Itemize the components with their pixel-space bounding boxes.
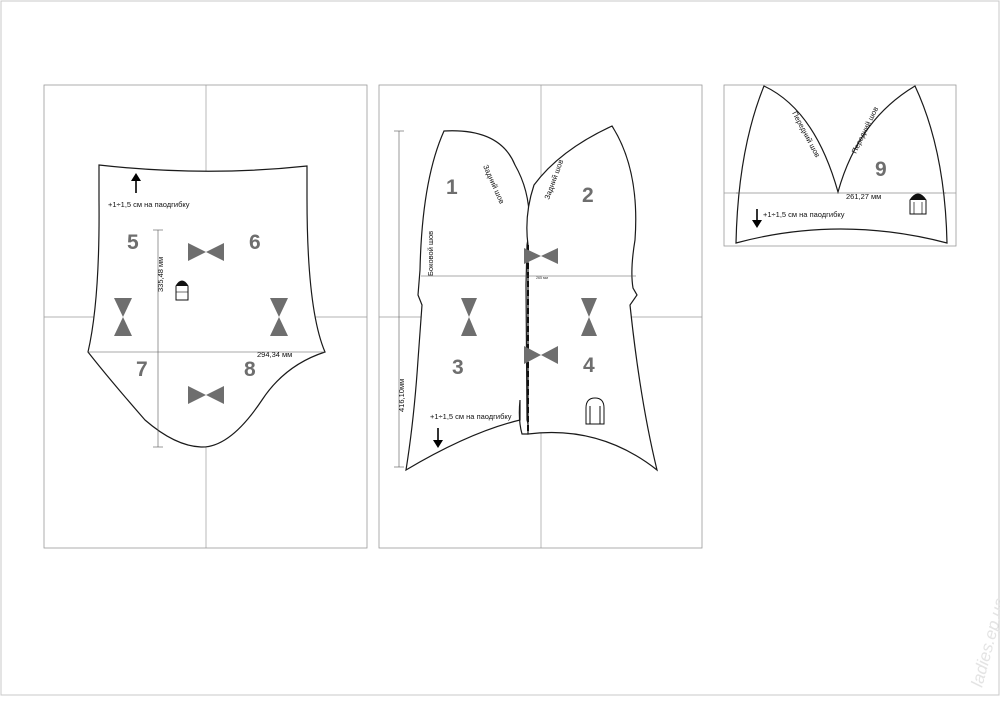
piece-number-1: 1 — [446, 176, 458, 199]
watermark: ladies.ep.ua — [968, 596, 1000, 689]
garment-symbol-icon — [909, 193, 927, 215]
sheet-2-frame — [378, 84, 703, 549]
piece-number-9: 9 — [875, 158, 887, 181]
dart-icon — [461, 298, 477, 317]
sheet-2: 1 2 3 4 Задний шов Задний шов Боковой шо… — [378, 84, 703, 549]
hem-allowance-label-3: +1÷1,5 см на паодгибку — [763, 210, 845, 219]
dart-icon — [206, 243, 224, 261]
piece-number-5: 5 — [127, 231, 139, 254]
arrow-down-icon — [433, 428, 443, 448]
piece-9-outline — [735, 85, 948, 244]
dart-icon — [524, 346, 541, 364]
dart-icon — [270, 298, 288, 317]
dim-label-265: 265 мм — [536, 276, 548, 280]
side-seam-label: Боковой шов — [426, 231, 435, 276]
arrow-up-icon — [131, 173, 141, 193]
sheet-1: +1÷1,5 см на паодгибку 5 6 7 8 335,48 мм… — [43, 84, 368, 549]
dart-icon — [581, 298, 597, 317]
dim-label-261: 261,27 мм — [846, 192, 881, 201]
dart-icon — [270, 317, 288, 336]
sheet-3: 9 Передний шов Передний шов 261,27 мм +1… — [723, 84, 957, 247]
dart-icon — [188, 386, 206, 404]
arrow-down-icon — [752, 209, 762, 228]
garment-symbol-icon — [175, 280, 189, 301]
piece-number-3: 3 — [452, 356, 464, 379]
piece-number-8: 8 — [244, 358, 256, 381]
piece-number-7: 7 — [136, 358, 148, 381]
dart-icon — [541, 248, 558, 264]
dart-icon — [524, 248, 541, 264]
dart-icon — [461, 317, 477, 336]
dart-icon — [114, 298, 132, 317]
piece-number-4: 4 — [583, 354, 595, 377]
sheet-1-frame — [43, 84, 368, 549]
dart-icon — [206, 386, 224, 404]
sheet-3-frame — [723, 84, 957, 247]
piece-number-6: 6 — [249, 231, 261, 254]
dart-icon — [114, 317, 132, 336]
hem-allowance-label-2: +1÷1,5 см на паодгибку — [430, 412, 512, 421]
garment-symbol-icon — [585, 397, 605, 425]
dart-icon — [541, 346, 558, 364]
hem-allowance-label-1: +1÷1,5 см на паодгибку — [108, 200, 190, 209]
piece-number-2: 2 — [582, 184, 594, 207]
dim-label-335: 335,48 мм — [156, 257, 165, 292]
dim-label-294: 294,34 мм — [257, 350, 292, 359]
dart-icon — [188, 243, 206, 261]
dart-icon — [581, 317, 597, 336]
dim-label-416: 416,10мм — [397, 379, 406, 412]
